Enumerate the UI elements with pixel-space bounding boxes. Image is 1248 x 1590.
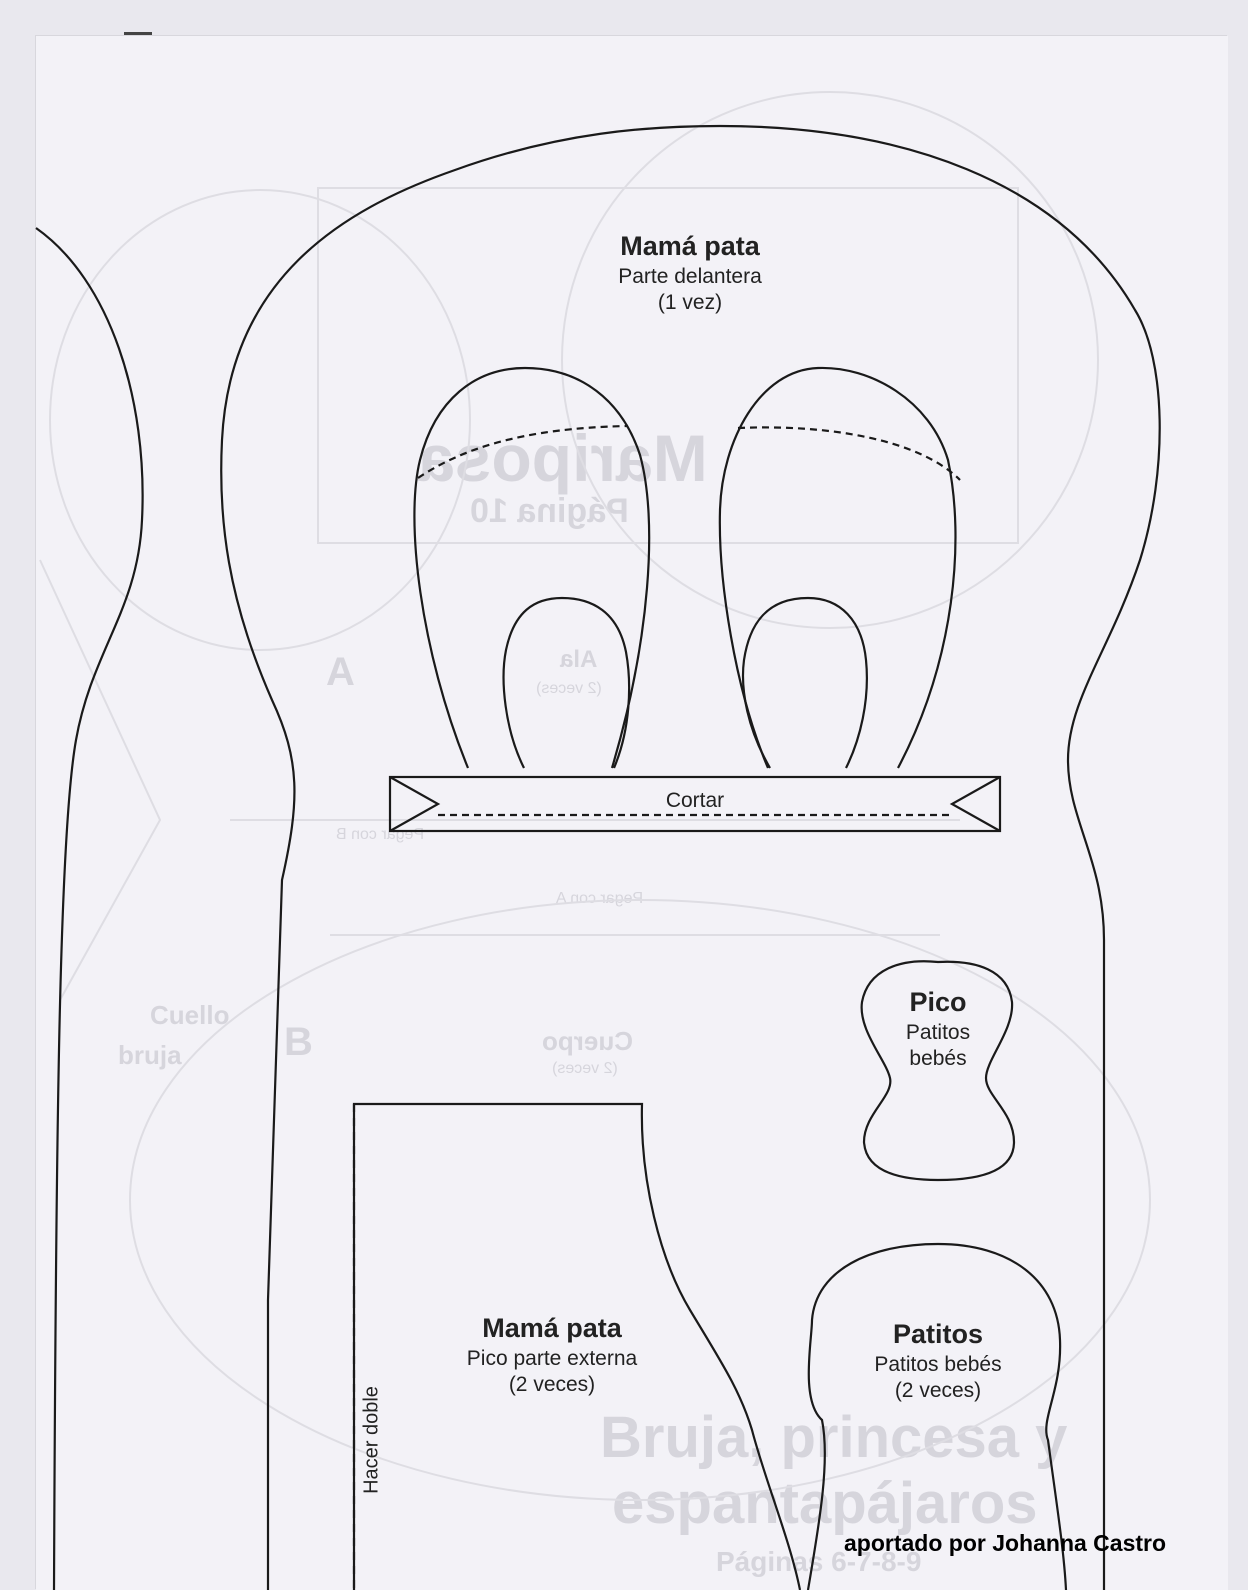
left-ear-inner bbox=[502, 596, 631, 769]
left-edge-piece-outline bbox=[35, 227, 144, 1590]
credit-text: aportado por Johanna Castro bbox=[844, 1530, 1167, 1556]
ghost-title-2: espantapájaros bbox=[612, 1471, 1038, 1536]
mama-beak-outline bbox=[352, 1102, 802, 1590]
left-ear-fold-line bbox=[417, 424, 629, 479]
pico-outline bbox=[860, 960, 1016, 1182]
ghost-letter-b: B bbox=[284, 1020, 313, 1064]
ghost-title-1: Bruja, princesa y bbox=[600, 1405, 1068, 1470]
cut-strip-right-arrow bbox=[949, 776, 1001, 832]
mama-beak-subtitle: Pico parte externa bbox=[466, 1346, 638, 1370]
patitos-outline bbox=[806, 1242, 1068, 1590]
patitos-title: Patitos bbox=[892, 1319, 984, 1349]
mama-beak-title: Mamá pata bbox=[482, 1313, 622, 1343]
mama-beak-label: Mamá pata Pico parte externa (2 veces) bbox=[420, 1312, 684, 1398]
pico-label: Pico Patitos bebés bbox=[858, 986, 1018, 1072]
mama-front-qty: (1 vez) bbox=[657, 291, 723, 314]
cut-label: Cortar bbox=[665, 789, 725, 812]
right-ear-fold-line bbox=[737, 426, 961, 481]
ghost-collar: Cuello bbox=[150, 1000, 230, 1030]
ghost-shapes bbox=[39, 91, 1151, 1501]
patitos-qty: (2 veces) bbox=[894, 1379, 982, 1402]
mama-front-label: Mamá pata Parte delantera (1 vez) bbox=[560, 230, 820, 316]
cut-strip-outline bbox=[388, 775, 1002, 833]
ghost-pages: Páginas 6-7-8-9 bbox=[716, 1546, 922, 1577]
mama-front-subtitle: Parte delantera bbox=[618, 264, 762, 288]
mama-front-outline bbox=[220, 124, 1161, 1590]
ghost-witch: bruja bbox=[118, 1040, 182, 1070]
scan-edge-mark bbox=[124, 32, 152, 36]
pico-line1: Patitos bbox=[905, 1020, 971, 1044]
right-ear-inner bbox=[741, 596, 868, 769]
mama-beak-qty: (2 veces) bbox=[508, 1373, 596, 1396]
pattern-sheet bbox=[36, 36, 1228, 1590]
cut-strip-left-arrow bbox=[389, 776, 441, 832]
mama-front-title: Mamá pata bbox=[620, 231, 760, 261]
pico-line2: bebés bbox=[909, 1047, 967, 1070]
patitos-label: Patitos Patitos bebés (2 veces) bbox=[848, 1318, 1028, 1404]
right-ear-outer bbox=[718, 366, 957, 769]
pico-title: Pico bbox=[909, 987, 967, 1017]
patitos-subtitle: Patitos bebés bbox=[874, 1352, 1002, 1376]
fold-label: Hacer doble bbox=[360, 1386, 383, 1494]
ghost-letter-a: A bbox=[326, 650, 355, 694]
left-ear-outer bbox=[413, 366, 651, 769]
